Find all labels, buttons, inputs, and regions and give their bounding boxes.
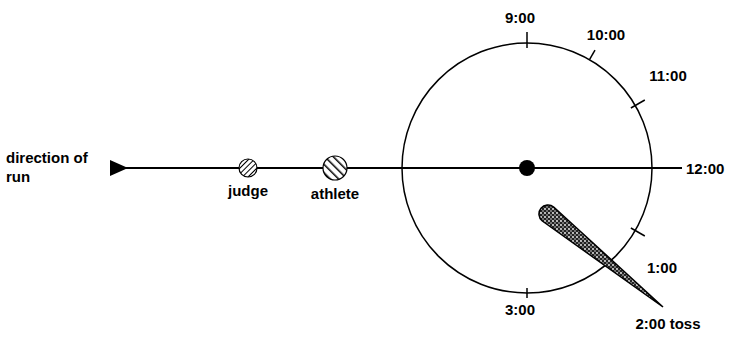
- clock-label: 1:00: [647, 258, 677, 277]
- hatched-circle: [323, 156, 347, 180]
- hatched-circle: [239, 159, 257, 177]
- tick-3: [526, 288, 528, 298]
- person-marker: judge: [213, 158, 283, 200]
- person-label: athlete: [295, 184, 375, 203]
- tick-11: [631, 100, 645, 108]
- direction-arrowhead: [110, 160, 128, 176]
- clock-label: 10:00: [587, 25, 625, 44]
- direction-label: direction of run: [6, 148, 88, 186]
- implement-toss: [539, 205, 663, 307]
- throwing-circle: [402, 43, 652, 293]
- marker-circle: [238, 158, 258, 178]
- tick-9: [526, 32, 528, 48]
- marker-circle: [322, 155, 348, 181]
- run-line: [112, 167, 682, 169]
- clock-label: 11:00: [649, 66, 687, 85]
- clock-label: 3:00: [505, 300, 535, 319]
- tick-10: [590, 50, 596, 60]
- clock-label: 2:00 toss: [635, 314, 700, 333]
- clock-label: 9:00: [505, 8, 535, 27]
- tick-1: [631, 228, 645, 236]
- center-dot: [519, 160, 535, 176]
- clock-label: 12:00: [686, 159, 724, 178]
- person-marker: athlete: [295, 155, 375, 203]
- clock-ticks: [527, 32, 645, 298]
- person-label: judge: [213, 181, 283, 200]
